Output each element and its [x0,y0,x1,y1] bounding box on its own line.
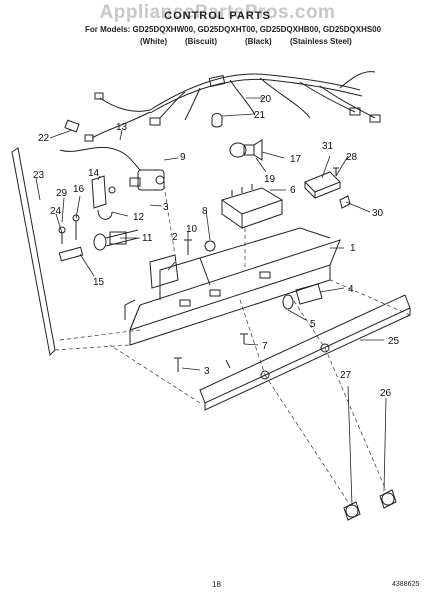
control-housing [124,227,341,346]
callout-11: 11 [142,233,153,244]
callout-7: 7 [262,341,268,352]
screw [184,239,192,255]
color-biscuit: (Biscuit) [185,37,217,46]
grommet [204,240,216,252]
mounting-bracket [149,254,179,289]
models-line: For Models: GD25DQXHW00, GD25DQXHT00, GD… [85,25,382,34]
tube [59,146,141,171]
callout-22: 22 [38,133,50,144]
callout-12: 12 [133,212,145,223]
callout-13: 13 [116,122,128,133]
color-stainless-steel: (Stainless Steel) [290,37,352,46]
callout-4: 4 [348,284,354,295]
page-number: 18 [212,580,221,589]
callout-3: 3 [163,202,169,213]
callout-21: 21 [254,110,266,121]
page-title: CONTROL PARTS [164,10,271,22]
alignment-lines [54,184,411,506]
light-socket [229,139,263,161]
callout-26: 26 [380,388,392,399]
callout-8: 8 [202,206,208,217]
callout-6: 6 [290,185,296,196]
wire-harness [84,71,381,142]
callout-25: 25 [388,336,400,347]
knob-insert [282,294,294,310]
callout-15: 15 [93,277,105,288]
callout-20: 20 [260,94,272,105]
callout-2: 2 [172,232,178,243]
tape [64,119,80,133]
document-number: 4388625 [392,581,420,588]
callout-31: 31 [322,141,334,152]
callout-16: 16 [73,184,85,195]
thermostat [129,169,165,191]
callout-23: 23 [33,170,45,181]
callout-19: 19 [264,174,276,185]
callout-29: 29 [56,188,68,199]
clip-small [339,195,351,209]
callout-9: 9 [180,152,186,163]
callout-28: 28 [346,152,358,163]
color-white: (White) [140,37,168,46]
control-knob-shaft [93,229,139,251]
control-panel-trim [199,294,411,411]
control-knob [379,489,397,509]
callout-14: 14 [88,168,100,179]
callout-24: 24 [50,206,62,217]
relay-board [220,184,284,229]
switch [304,171,341,200]
watermark: AppliancePartsPros.com [99,2,336,23]
callout-27: 27 [340,370,352,381]
bracket [91,175,107,209]
callout-leaders [35,97,387,506]
cam [295,283,323,305]
callout-10: 10 [186,224,198,235]
screw [174,357,182,372]
screw [333,167,339,176]
bracket [58,246,84,262]
callout-5: 5 [310,319,316,330]
callout-1: 1 [350,243,356,254]
clip [211,113,223,128]
callout-30: 30 [372,208,384,219]
color-black: (Black) [245,37,272,46]
callout-3: 3 [204,366,210,377]
callout-17: 17 [290,154,302,165]
